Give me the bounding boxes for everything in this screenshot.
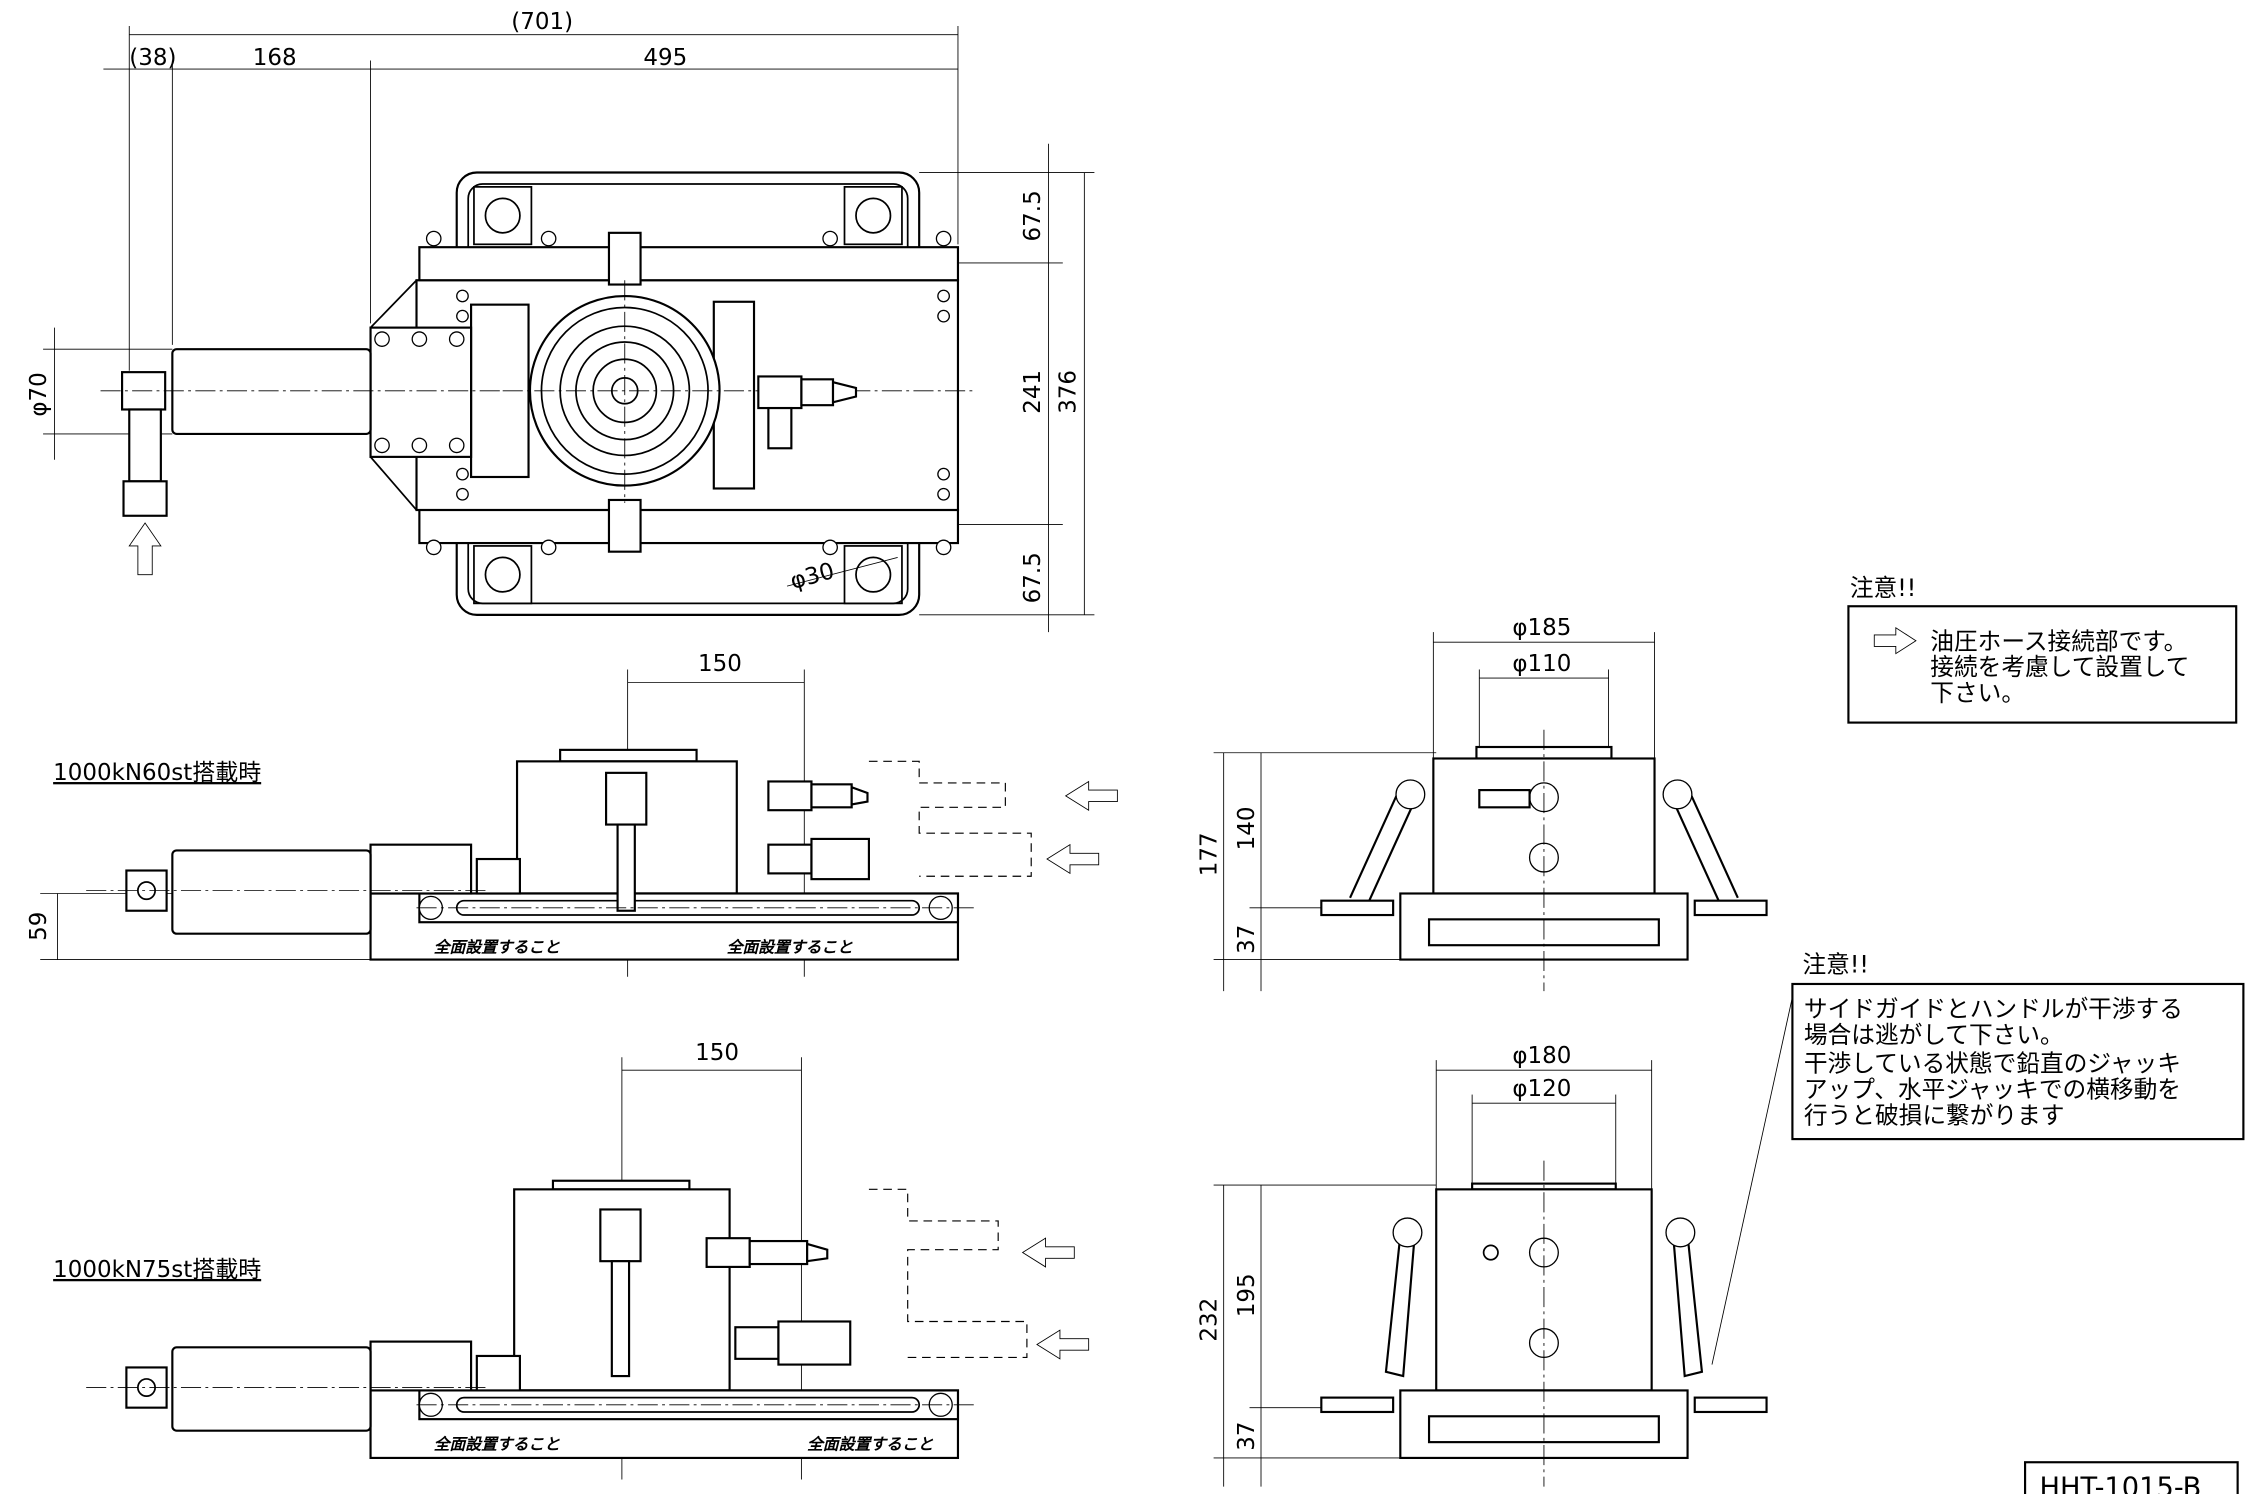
dim-overall: (701) (511, 9, 573, 35)
side-view-75st-label: 1000kN75st搭載時 (53, 1257, 261, 1283)
dim-edge-bottom: 67.5 (1020, 552, 1046, 603)
dim-pump-offset: (38) (129, 45, 176, 71)
dim-dia-inner-75: φ120 (1512, 1076, 1571, 1102)
dim-edge-top: 67.5 (1020, 190, 1046, 241)
dim-dia-outer-60: φ185 (1512, 615, 1571, 641)
corner-holes (473, 186, 903, 605)
arrow-right-icon (1873, 627, 1917, 655)
side-view-75st: 1000kN75st搭載時 150 全面設置すること 全面設置すること (53, 1040, 1090, 1480)
base-note: 全面設置すること (727, 937, 853, 956)
note-guide-line: 行うと破損に繋がります (1804, 1101, 2065, 1129)
dim-height-body-75: 195 (1234, 1273, 1260, 1317)
top-dimensions: (701) (38) 168 495 67.5 241 376 67.5 φ70 (26, 9, 1095, 633)
note-guide-line: サイドガイドとハンドルが干渉する (1804, 995, 2183, 1023)
title-block: HHT-1015-B (2023, 1461, 2239, 1494)
dim-height-base-60: 37 (1234, 925, 1260, 954)
note-guide-line: 場合は逃がして下さい。 (1804, 1021, 2064, 1049)
hose-arrow-icon (1036, 1329, 1090, 1360)
note-guide-title: 注意!! (1802, 950, 1868, 978)
dim-offset-60: 150 (698, 651, 742, 677)
side-view-60st-label: 1000kN60st搭載時 (53, 760, 261, 786)
note-hose-line: 下さい。 (1930, 679, 2025, 707)
note-hose-line: 油圧ホース接続部です。 (1930, 627, 2187, 655)
hose-coupler-top (757, 375, 858, 450)
dim-height-base-75: 37 (1234, 1422, 1260, 1451)
side-view-60st: 1000kN60st搭載時 150 59 全面設置すること 全面設置すること (26, 651, 1118, 977)
note-guide-line: 干渉している状態で鉛直のジャッキ (1804, 1050, 2181, 1078)
note-guide: 注意!! サイドガイドとハンドルが干渉する 場合は逃がして下さい。 干渉している… (1711, 950, 2245, 1365)
base-note: 全面設置すること (807, 1434, 933, 1453)
dim-height-total-60: 177 (1196, 832, 1222, 876)
dim-body-length: 495 (643, 45, 687, 71)
hose-arrow-icon (1046, 843, 1100, 875)
note-guide-line: アップ、水平ジャッキでの横移動を (1804, 1075, 2181, 1103)
bolts (374, 230, 952, 556)
base-note: 全面設置すること (434, 937, 560, 956)
dim-offset-75: 150 (695, 1040, 739, 1066)
hose-arrow-icon (1064, 780, 1118, 811)
dim-dia-inner-60: φ110 (1512, 651, 1571, 677)
hose-arrow-icon (1021, 1237, 1075, 1268)
note-hose: 注意!! 油圧ホース接続部です。 接続を考慮して設置して 下さい。 (1847, 574, 2238, 724)
dim-height-total-75: 232 (1196, 1298, 1222, 1342)
dim-height-59: 59 (26, 912, 52, 941)
dim-dia-outer-75: φ180 (1512, 1043, 1571, 1069)
dim-height-body-60: 140 (1234, 807, 1260, 851)
dim-pump-length: 168 (253, 45, 297, 71)
dim-rail-span: 241 (1020, 370, 1046, 414)
hand-pump-top (100, 326, 503, 576)
dim-overall-width: 376 (1056, 370, 1082, 414)
dim-pump-diameter: φ70 (26, 372, 52, 416)
front-view-75st: φ180 φ120 232 195 37 (1196, 1043, 1768, 1487)
note-hose-line: 接続を考慮して設置して (1930, 653, 2189, 681)
top-view: (701) (38) 168 495 67.5 241 376 67.5 φ70 (26, 9, 1095, 633)
note-hose-title: 注意!! (1850, 574, 1916, 602)
front-view-60st: φ185 φ110 177 140 37 (1196, 615, 1768, 992)
jack-cylinder-top (502, 231, 977, 553)
drawing-number: HHT-1015-B (2039, 1473, 2201, 1494)
base-note: 全面設置すること (434, 1434, 560, 1453)
